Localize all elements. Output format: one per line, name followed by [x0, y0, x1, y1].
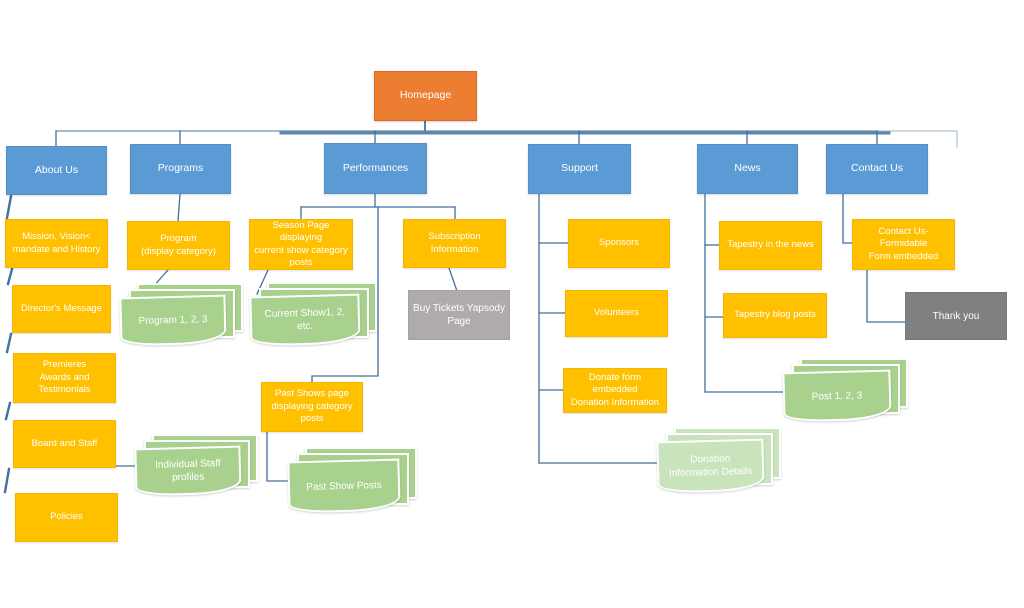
stack-individual-staff-profiles: Individual Staff profiles	[134, 434, 258, 497]
stack-past-show-posts: Past Show Posts	[287, 447, 417, 514]
stack-post-123: Post 1, 2, 3	[782, 358, 908, 423]
node-homepage: Homepage	[374, 71, 477, 121]
stack-donation-information-details: Donation Information Details	[656, 427, 781, 494]
stack-program-123: Program 1, 2, 3	[119, 283, 243, 347]
node-about-us: About Us	[6, 146, 107, 195]
stack-label: Individual Staff profiles	[134, 445, 242, 497]
stack-current-show: Current Show1, 2, etc.	[249, 282, 377, 347]
node-policies: Policies	[15, 493, 118, 542]
stack-label: Past Show Posts	[287, 458, 401, 514]
stack-label: Donation Information Details	[656, 438, 765, 494]
node-programs: Programs	[130, 144, 231, 194]
node-volunteers: Volunteers	[565, 290, 668, 337]
node-news: News	[697, 144, 798, 194]
node-tapestry-in-the-news: Tapestry in the news	[719, 221, 822, 270]
node-thank-you: Thank you	[905, 292, 1007, 340]
node-premieres-awards: Premieres Awards and Testimonials	[13, 353, 116, 403]
node-buy-tickets-yapsody: Buy Tickets Yapsody Page	[408, 290, 510, 340]
node-season-page: Season Page displaying current show cate…	[249, 219, 353, 270]
node-donate-form: Donate form embedded Donation Informatio…	[563, 368, 667, 413]
node-contact-us: Contact Us	[826, 144, 928, 194]
node-contact-form: Contact Us- Formidable Form embedded	[852, 219, 955, 270]
node-directors-message: Director's Message	[12, 285, 111, 333]
stack-label: Current Show1, 2, etc.	[249, 293, 361, 347]
node-support: Support	[528, 144, 631, 194]
node-program-display-category: Program (display category)	[127, 221, 230, 270]
node-subscription-information: Subscription Information	[403, 219, 506, 268]
node-performances: Performances	[324, 143, 427, 194]
stack-label: Post 1, 2, 3	[782, 369, 892, 423]
node-past-shows-page: Past Shows page displaying category post…	[261, 382, 363, 432]
node-mission-vision: Mission, Vision< mandate and History	[5, 219, 108, 268]
node-tapestry-blog-posts: Tapestry blog posts	[723, 293, 827, 338]
stack-label: Program 1, 2, 3	[119, 294, 227, 347]
node-board-and-staff: Board and Staff	[13, 420, 116, 468]
node-sponsors: Sponsors	[568, 219, 670, 268]
